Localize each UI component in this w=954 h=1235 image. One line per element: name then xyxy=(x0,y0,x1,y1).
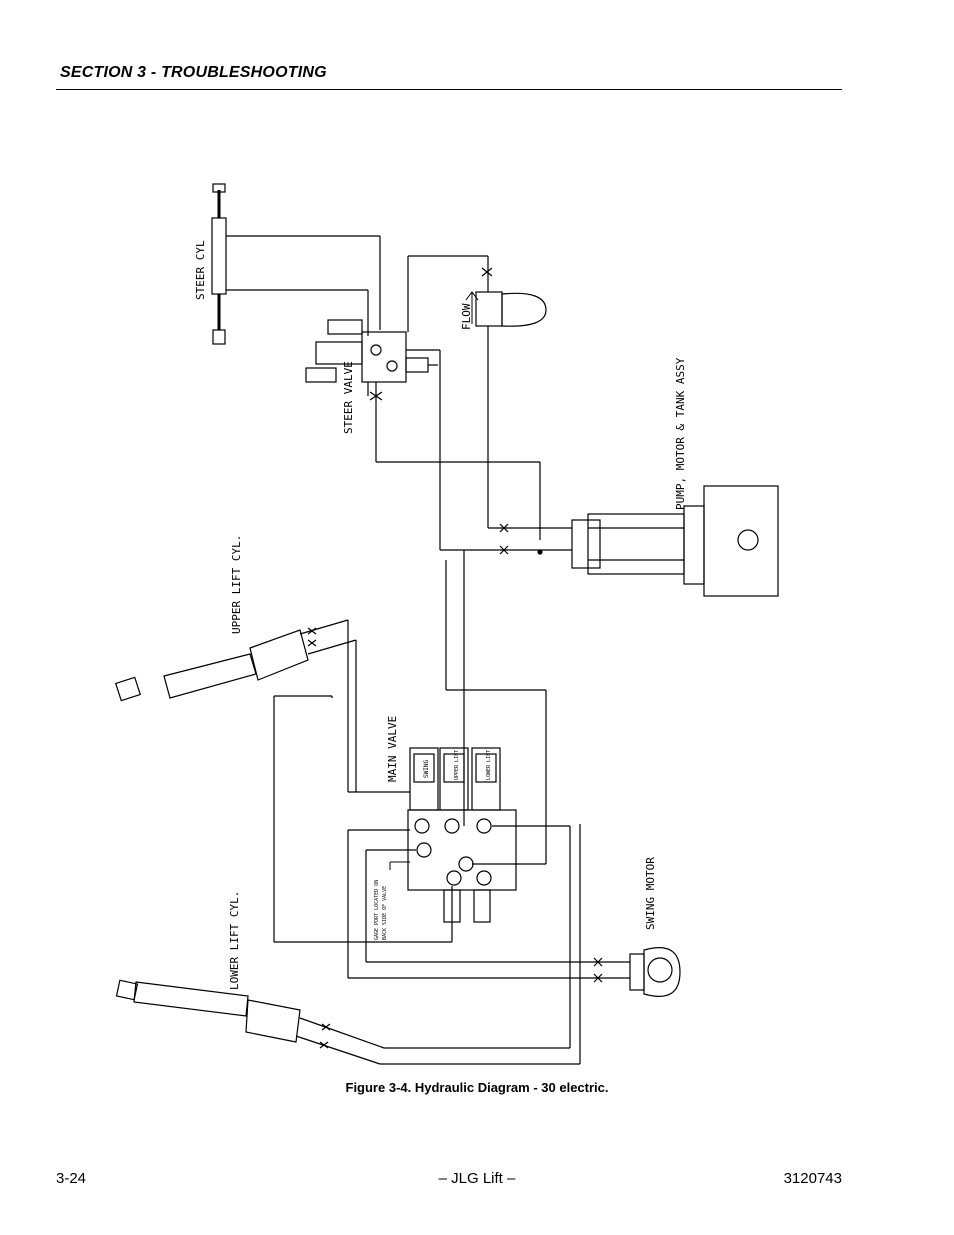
figure-caption: Figure 3-4. Hydraulic Diagram - 30 elect… xyxy=(345,1080,609,1095)
pump-motor-tank xyxy=(440,485,779,597)
upper-lift-solenoid-label: UPPER LIFT xyxy=(454,750,460,780)
header-divider xyxy=(56,89,842,90)
steer-cyl-label: STEER CYL xyxy=(194,240,207,300)
swing-motor xyxy=(347,829,681,997)
gauge-port-note-1: GAGE PORT LOCATED ON xyxy=(374,880,380,940)
upper-lift-cyl-label: UPPER LIFT CYL. xyxy=(230,535,243,634)
section-title: SECTION 3 - TROUBLESHOOTING xyxy=(60,64,327,81)
steer-valve-label: STEER VALVE xyxy=(342,361,355,434)
gauge-port-note-2: BACK SIDE OF VALVE xyxy=(382,886,388,940)
footer-brand: – JLG Lift – xyxy=(438,1170,516,1187)
pump-assy-label: PUMP, MOTOR & TANK ASSY xyxy=(674,357,687,510)
swing-motor-label: SWING MOTOR xyxy=(644,857,657,930)
hydraulic-diagram: STEER CYL STEER VALVE FLOW xyxy=(114,183,779,1065)
lower-lift-cyl-label: LOWER LIFT CYL. xyxy=(228,891,241,990)
flow-label: FLOW xyxy=(460,303,473,330)
page-number: 3-24 xyxy=(56,1170,87,1187)
return-filter xyxy=(407,255,547,528)
swing-solenoid-label: SWING xyxy=(423,760,430,778)
lower-lift-solenoid-label: LOWER LIFT xyxy=(486,750,492,780)
steer-valve xyxy=(305,319,438,396)
main-valve-label: MAIN VALVE xyxy=(386,716,399,782)
document-number: 3120743 xyxy=(783,1170,842,1187)
lower-lift-cylinder xyxy=(115,696,581,1065)
upper-lift-cylinder xyxy=(114,619,410,793)
steer-cylinder xyxy=(211,183,381,345)
